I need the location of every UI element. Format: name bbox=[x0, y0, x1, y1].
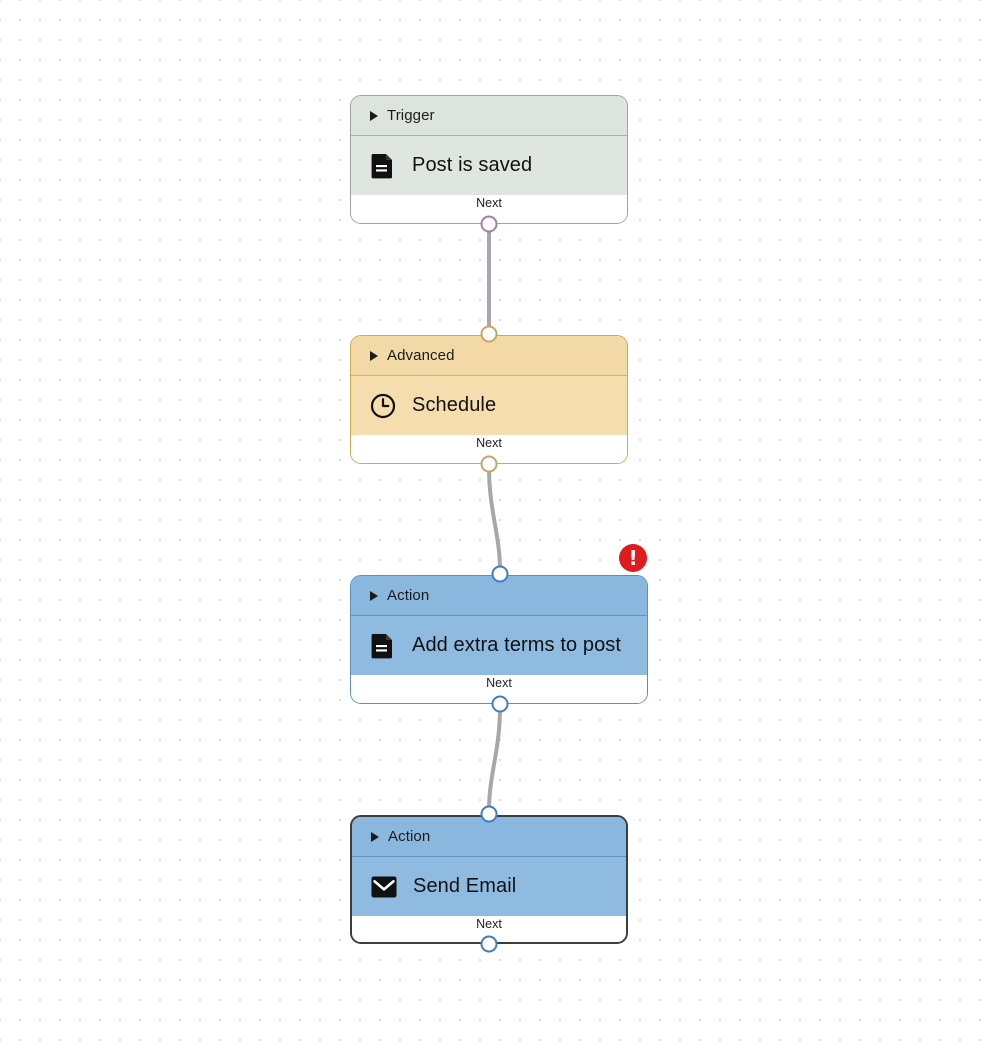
node-kind-label: Trigger bbox=[387, 107, 435, 124]
next-label: Next bbox=[476, 917, 502, 931]
error-icon[interactable]: ! bbox=[619, 544, 647, 572]
node-body[interactable]: Post is saved bbox=[351, 136, 627, 195]
node-body[interactable]: Add extra terms to post bbox=[351, 616, 647, 675]
envelope-icon bbox=[371, 874, 397, 900]
node-kind-label: Action bbox=[388, 828, 431, 845]
node-body[interactable]: Send Email bbox=[352, 857, 626, 916]
collapse-triangle-icon[interactable] bbox=[371, 831, 379, 842]
node-header[interactable]: Action bbox=[352, 817, 626, 857]
node-header[interactable]: Action bbox=[351, 576, 647, 616]
connector-edge[interactable] bbox=[487, 706, 502, 812]
handle-advanced-in[interactable] bbox=[480, 325, 498, 343]
next-label: Next bbox=[486, 676, 512, 690]
document-icon bbox=[370, 153, 396, 179]
handle-advanced-out[interactable] bbox=[480, 455, 498, 473]
error-glyph: ! bbox=[628, 545, 638, 570]
node-title: Send Email bbox=[413, 875, 517, 897]
next-label: Next bbox=[476, 436, 502, 450]
node-title: Post is saved bbox=[412, 154, 533, 176]
collapse-triangle-icon[interactable] bbox=[370, 590, 378, 601]
collapse-triangle-icon[interactable] bbox=[370, 350, 378, 361]
document-icon bbox=[370, 633, 396, 659]
clock-icon bbox=[370, 393, 396, 419]
handle-action2-out[interactable] bbox=[480, 935, 498, 953]
node-title: Schedule bbox=[412, 394, 497, 416]
collapse-triangle-icon[interactable] bbox=[370, 110, 378, 121]
next-label: Next bbox=[476, 196, 502, 210]
handle-trigger-out[interactable] bbox=[480, 215, 498, 233]
node-header[interactable]: Trigger bbox=[351, 96, 627, 136]
node-kind-label: Advanced bbox=[387, 347, 455, 364]
handle-action1-out[interactable] bbox=[491, 695, 509, 713]
connector-edge[interactable] bbox=[487, 466, 502, 572]
handle-action1-in[interactable] bbox=[491, 565, 509, 583]
node-body[interactable]: Schedule bbox=[351, 376, 627, 435]
node-title: Add extra terms to post bbox=[412, 634, 622, 656]
node-header[interactable]: Advanced bbox=[351, 336, 627, 376]
node-kind-label: Action bbox=[387, 587, 430, 604]
handle-action2-in[interactable] bbox=[480, 805, 498, 823]
